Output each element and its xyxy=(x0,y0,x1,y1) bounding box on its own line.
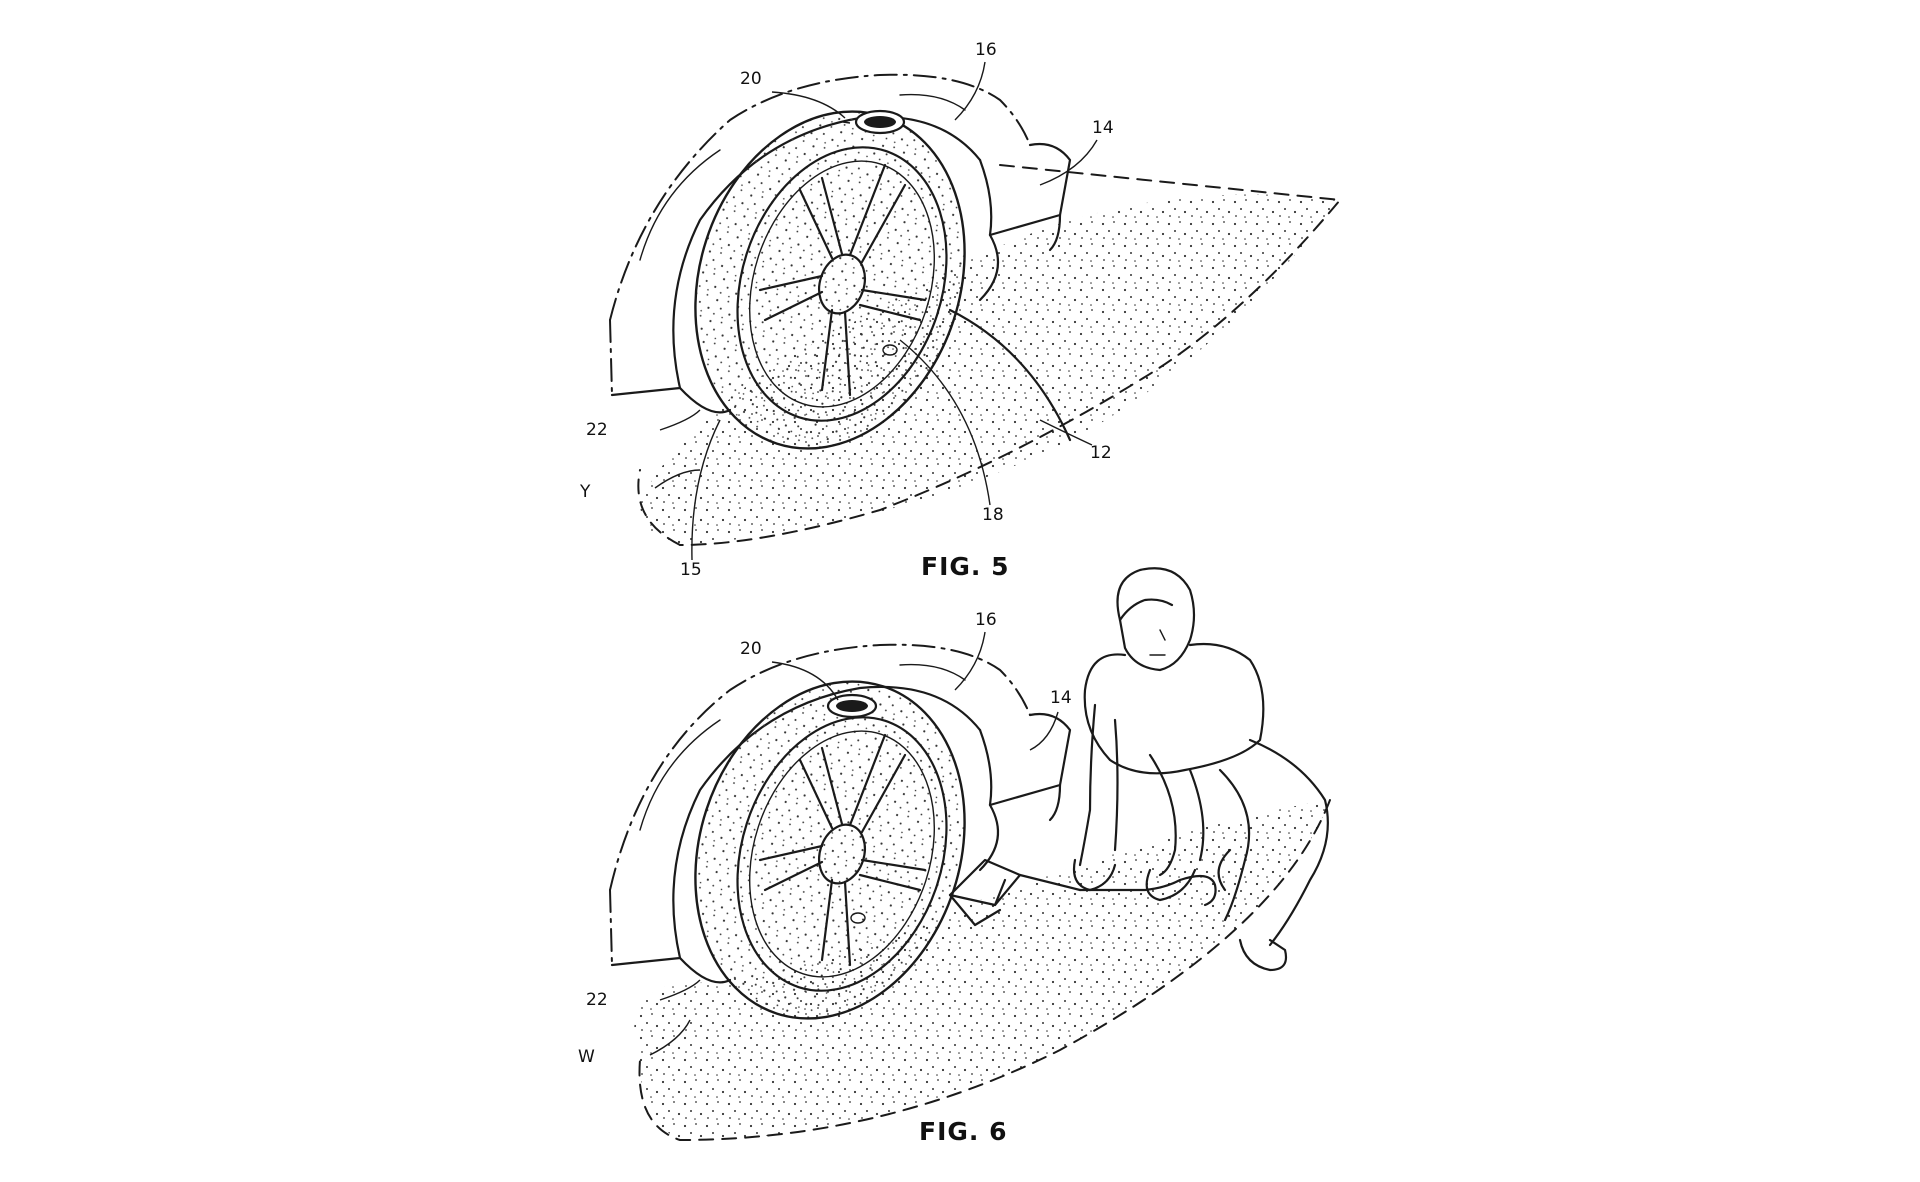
figure-caption-fig6: FIG. 6 xyxy=(919,1117,1008,1146)
ref-16-fig6: 16 xyxy=(975,610,997,630)
person-operating-jack xyxy=(1072,567,1329,972)
illumination-area-fig5 xyxy=(640,194,1340,545)
ref-22-fig5: 22 xyxy=(586,420,608,440)
figure-6: 20 16 14 22 W FIG. 6 xyxy=(578,567,1331,1146)
illumination-area-fig6 xyxy=(634,800,1330,1140)
ref-16-fig5: 16 xyxy=(975,40,997,60)
ref-14-fig5: 14 xyxy=(1092,118,1114,138)
ref-Y-fig5: Y xyxy=(579,482,591,502)
vehicle-body-outline-fig5 xyxy=(609,73,1031,321)
ref-14-fig6: 14 xyxy=(1050,688,1072,708)
ref-12-fig5: 12 xyxy=(1090,443,1112,463)
ref-20-fig6: 20 xyxy=(740,639,762,659)
ref-18-fig5: 18 xyxy=(982,505,1004,525)
figure-caption-fig5: FIG. 5 xyxy=(921,552,1010,581)
ref-15-fig5: 15 xyxy=(680,560,702,580)
wheel-spokes-fig5 xyxy=(758,163,927,397)
car-jack xyxy=(948,858,1082,927)
ref-22-fig6: 22 xyxy=(586,990,608,1010)
wheel-spokes-fig6 xyxy=(758,733,927,967)
ref-W-fig6: W xyxy=(578,1047,595,1067)
ref-20-fig5: 20 xyxy=(740,69,762,89)
figure-5: 20 16 14 22 12 Y 18 15 FIG. 5 xyxy=(579,40,1342,581)
vehicle-body-outline-fig6 xyxy=(609,643,1031,891)
